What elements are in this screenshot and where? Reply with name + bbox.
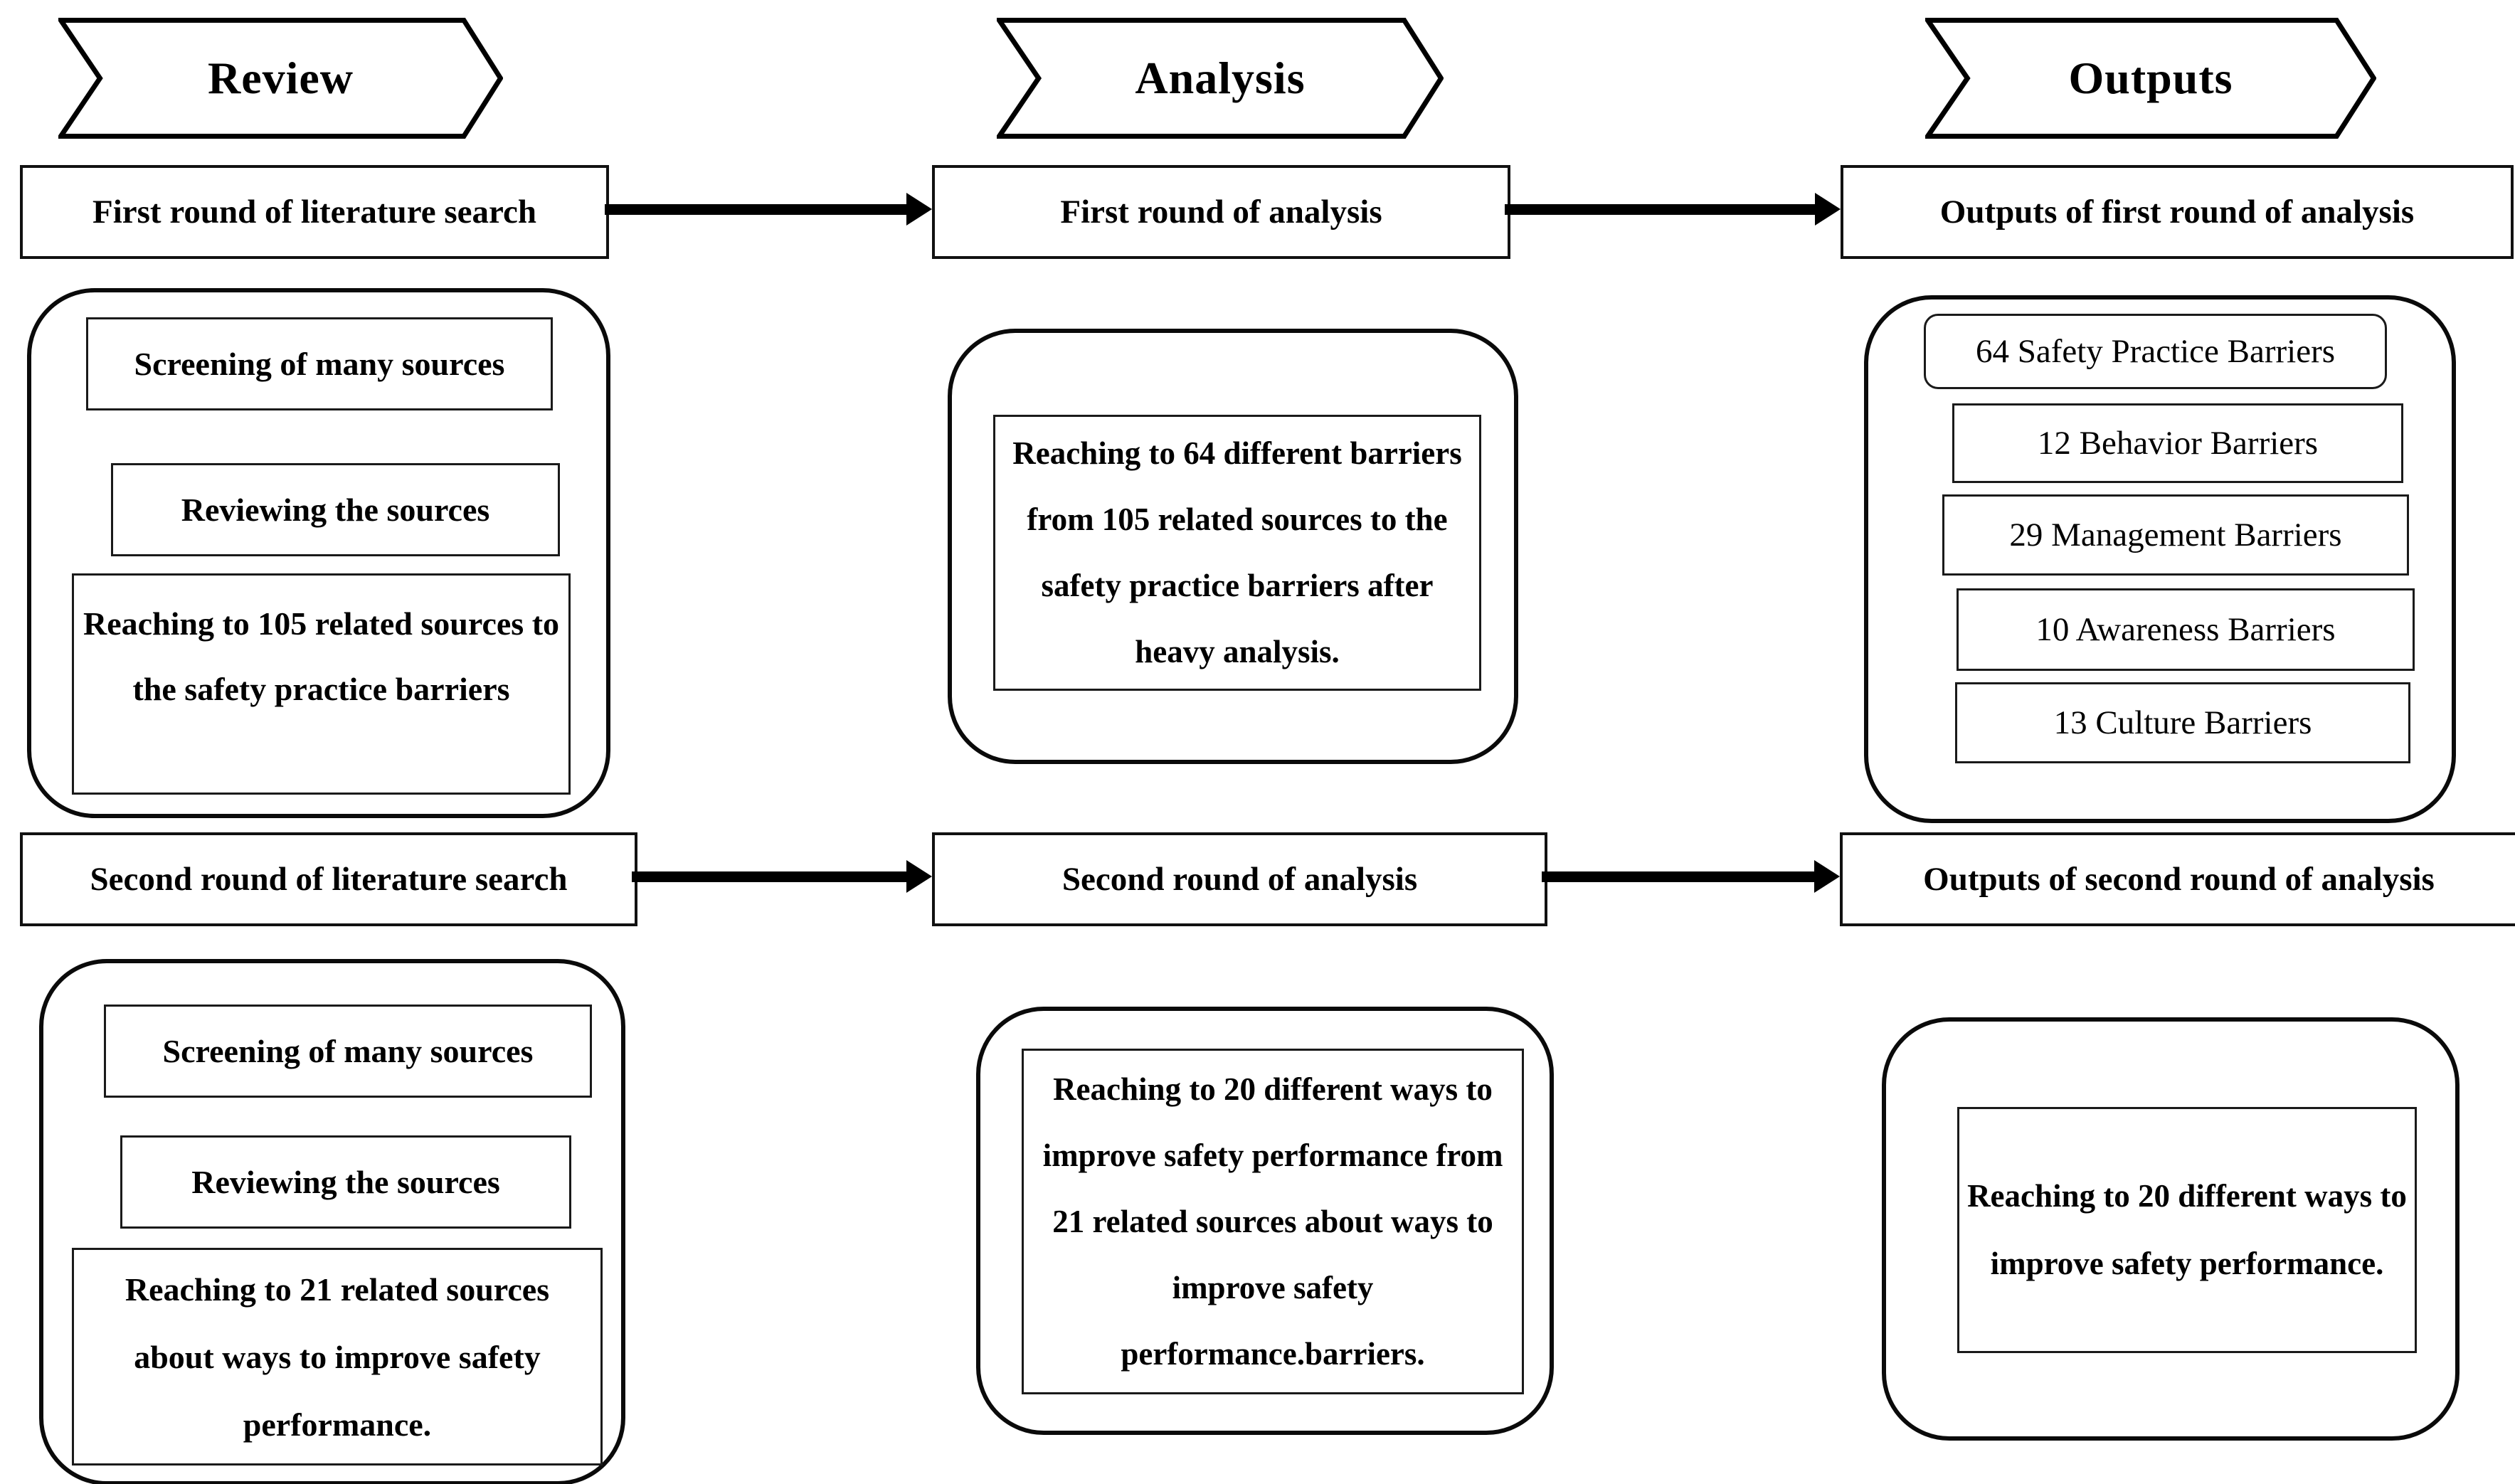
result-box-round2-outputs: Reaching to 20 different ways to improve… bbox=[1957, 1107, 2417, 1353]
step-box-screening: Screening of many sources bbox=[86, 317, 553, 410]
group-round1-outputs: 64 Safety Practice Barriers 12 Behavior … bbox=[1864, 295, 2456, 823]
output-item-safety-practice-barriers: 64 Safety Practice Barriers bbox=[1924, 314, 2387, 389]
output-item-awareness-barriers: 10 Awareness Barriers bbox=[1957, 588, 2415, 671]
banner-review-label: Review bbox=[207, 53, 354, 103]
step-box-reviewing: Reviewing the sources bbox=[111, 463, 560, 556]
chevron-shape-icon bbox=[58, 18, 503, 139]
step-box-reviewing-2: Reviewing the sources bbox=[120, 1135, 571, 1229]
group-round2-review: Screening of many sources Reviewing the … bbox=[39, 959, 625, 1484]
output-item-management-barriers: 29 Management Barriers bbox=[1942, 494, 2409, 576]
arrow-head-icon bbox=[906, 193, 932, 226]
banner-review: Review bbox=[58, 18, 503, 139]
group-round2-analysis: Reaching to 20 different ways to improve… bbox=[976, 1007, 1554, 1435]
result-box-round1-analysis: Reaching to 64 different barriers from 1… bbox=[993, 415, 1481, 691]
arrow-shaft bbox=[605, 204, 908, 215]
chevron-shape-icon bbox=[997, 18, 1444, 139]
arrow-head-icon bbox=[906, 860, 932, 893]
step-box-screening-2: Screening of many sources bbox=[104, 1005, 592, 1098]
step-box-reaching-105: Reaching to 105 related sources to the s… bbox=[72, 573, 571, 795]
arrow-shaft bbox=[1505, 204, 1816, 215]
chevron-shape-icon bbox=[1925, 18, 2376, 139]
arrow-head-icon bbox=[1814, 860, 1840, 893]
step-box-reaching-21: Reaching to 21 related sources about way… bbox=[72, 1248, 603, 1466]
arrow-shaft bbox=[632, 871, 908, 882]
process-box-round2-outputs: Outputs of second round of analysis bbox=[1840, 832, 2515, 926]
arrow-shaft bbox=[1542, 871, 1816, 882]
process-box-round1-analysis: First round of analysis bbox=[932, 165, 1510, 259]
arrow-head-icon bbox=[1815, 193, 1841, 226]
process-box-round2-analysis: Second round of analysis bbox=[932, 832, 1547, 926]
banner-analysis: Analysis bbox=[997, 18, 1444, 139]
banner-outputs-label: Outputs bbox=[2068, 53, 2233, 103]
group-round1-analysis: Reaching to 64 different barriers from 1… bbox=[948, 329, 1518, 764]
result-box-round2-analysis: Reaching to 20 different ways to improve… bbox=[1022, 1049, 1524, 1394]
group-round2-outputs: Reaching to 20 different ways to improve… bbox=[1882, 1017, 2460, 1441]
process-box-round1-review: First round of literature search bbox=[20, 165, 609, 259]
output-item-behavior-barriers: 12 Behavior Barriers bbox=[1952, 403, 2403, 483]
banner-outputs: Outputs bbox=[1925, 18, 2376, 139]
process-box-round1-outputs: Outputs of first round of analysis bbox=[1841, 165, 2514, 259]
banner-analysis-label: Analysis bbox=[1135, 53, 1306, 103]
output-item-culture-barriers: 13 Culture Barriers bbox=[1955, 682, 2410, 763]
process-box-round2-review: Second round of literature search bbox=[20, 832, 637, 926]
group-round1-review: Screening of many sources Reviewing the … bbox=[27, 288, 610, 818]
